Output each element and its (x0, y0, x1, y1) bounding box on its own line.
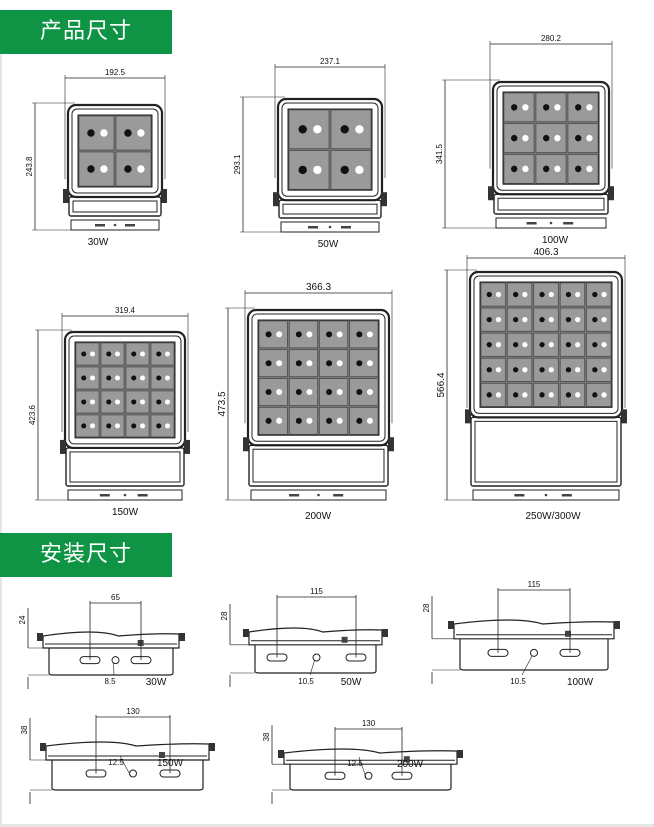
mounting-hole (312, 653, 321, 662)
mounting-hole (111, 656, 120, 665)
height-label: 473.5 (217, 391, 228, 416)
spacing-label: 130 (126, 707, 140, 716)
mounting-hole (364, 771, 373, 780)
height-label: 28 (422, 603, 431, 612)
spacing-label: 130 (362, 719, 376, 728)
bracket-knob-right (608, 186, 614, 201)
install-view-4: 130 38 12.5 200W (262, 719, 463, 804)
model-label: 100W (567, 677, 594, 688)
mounting-base (70, 219, 160, 231)
model-label: 250W/300W (525, 511, 581, 522)
model-label: 50W (318, 239, 339, 250)
height-label: 243.8 (25, 156, 34, 177)
model-label: 150W (157, 758, 184, 769)
width-label: 319.4 (115, 306, 136, 315)
model-label: 200W (305, 511, 332, 522)
spacing-label: 115 (528, 580, 541, 589)
left-border (0, 54, 2, 827)
bracket-knob-right (184, 439, 190, 454)
lamp-side-profile (45, 741, 210, 761)
front-view-5: 406.3 566.4 250W/300W (436, 247, 627, 522)
hole-diameter-label: 12.5 (108, 758, 124, 767)
height-label: 24 (18, 615, 27, 624)
width-label: 280.2 (541, 34, 562, 43)
height-label: 293.1 (233, 154, 242, 175)
mounting-bracket (289, 764, 452, 791)
model-label: 100W (542, 235, 569, 246)
spacing-label: 65 (111, 593, 120, 602)
mounting-bracket (48, 648, 174, 676)
mounting-base (472, 489, 620, 501)
section-header-product-size: 产品尺寸 (0, 10, 172, 54)
front-view-4: 366.3 473.5 200W (217, 282, 394, 522)
lamp-side-profile (248, 627, 383, 646)
front-view-1: 237.1 293.1 50W (233, 57, 387, 250)
lamp-side-profile (453, 619, 615, 640)
bracket-knob-left (465, 409, 471, 424)
mounting-hole (530, 648, 538, 657)
width-label: 406.3 (533, 247, 558, 258)
install-view-3: 130 38 12.5 150W (20, 707, 215, 804)
height-label: 38 (262, 732, 271, 741)
width-label: 237.1 (320, 57, 341, 66)
bracket-knob-left (273, 192, 279, 207)
bottom-border (0, 824, 654, 827)
hole-diameter-label: 12.5 (347, 759, 363, 768)
bracket-knob-left (60, 439, 66, 454)
model-label: 150W (112, 507, 139, 518)
height-label: 341.5 (435, 143, 444, 164)
height-label: 28 (220, 611, 229, 620)
bracket-knob-left (243, 437, 249, 452)
front-view-0: 192.5 243.8 30W (25, 68, 167, 248)
install-view-0: 65 24 8.5 30W (18, 593, 185, 689)
height-label: 566.4 (436, 372, 447, 397)
install-view-2: 115 28 10.5 100W (422, 580, 620, 688)
bracket-knob-right (381, 192, 387, 207)
model-label: 50W (341, 677, 362, 688)
lamp-side-profile (42, 631, 180, 649)
model-label: 30W (88, 237, 109, 248)
bracket-knob-right (621, 409, 627, 424)
mounting-base (67, 489, 183, 501)
mounting-base (250, 489, 387, 501)
width-label: 366.3 (306, 282, 331, 293)
mounting-bracket (254, 644, 377, 674)
mounting-base (495, 217, 607, 229)
mounting-bracket (459, 638, 609, 671)
lamp-side-profile (283, 748, 458, 765)
height-label: 423.6 (28, 404, 37, 425)
hole-diameter-label: 10.5 (510, 677, 526, 686)
bracket-knob-right (161, 189, 167, 203)
bracket-knob-left (63, 189, 69, 203)
mounting-base (280, 221, 380, 233)
bracket-knob-right (388, 437, 394, 452)
width-label: 192.5 (105, 68, 126, 77)
install-view-1: 115 28 10.5 50W (220, 587, 388, 688)
model-label: 200W (397, 759, 424, 770)
height-label: 38 (20, 725, 29, 734)
front-view-3: 319.4 423.6 150W (28, 306, 190, 518)
front-view-2: 280.2 341.5 100W (435, 34, 614, 246)
mounting-bracket (51, 760, 204, 791)
hole-diameter-label: 10.5 (298, 677, 314, 686)
bracket-knob-left (488, 186, 494, 201)
section-header-install-size: 安装尺寸 (0, 533, 172, 577)
model-label: 30W (146, 677, 167, 688)
spacing-label: 115 (310, 587, 323, 596)
hole-diameter-label: 8.5 (104, 677, 116, 686)
